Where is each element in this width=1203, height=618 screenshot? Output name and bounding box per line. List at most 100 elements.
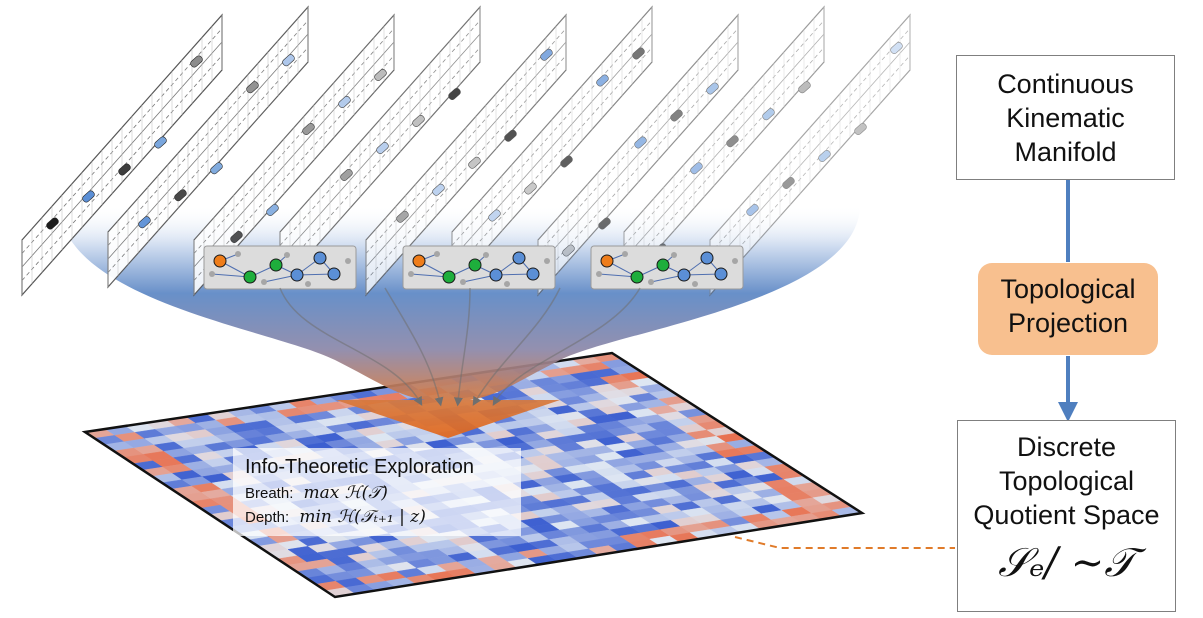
graph-node-orange	[600, 254, 614, 268]
car-icon	[230, 230, 243, 244]
heatmap-plane	[81, 351, 866, 599]
topological-projection-box: Topological Projection	[978, 263, 1158, 355]
graph-node-gray	[460, 279, 466, 285]
graph-node-blue	[290, 268, 304, 282]
graph-node-gray	[596, 271, 602, 277]
car-icon	[46, 217, 59, 230]
quotient-space-box: Discrete Topological Quotient Space 𝒮ₑ/ …	[957, 420, 1176, 612]
car-icon	[396, 210, 409, 223]
box-bot-line-3: Quotient Space	[973, 499, 1160, 530]
depth-formula: min ℋ(𝒯ₜ₊₁ | z)	[299, 507, 426, 527]
car-icon	[448, 87, 461, 101]
graph-node-green	[468, 258, 482, 272]
car-icon	[726, 135, 739, 148]
car-icon	[690, 162, 703, 175]
graph-panel	[203, 245, 357, 290]
depth-row: Depth: min ℋ(𝒯ₜ₊₁ | z)	[245, 507, 509, 527]
graph-node-gray	[648, 279, 654, 285]
lane-sheet	[193, 13, 395, 297]
info-panel: Info-Theoretic Exploration Breath: max ℋ…	[233, 448, 521, 536]
box-mid-line-2: Projection	[1007, 307, 1129, 338]
car-icon	[488, 209, 501, 222]
graph-node-gray	[692, 281, 698, 287]
car-icon	[596, 74, 609, 87]
graph-node-blue	[714, 267, 728, 281]
lane-sheet	[365, 13, 567, 297]
depth-label: Depth:	[245, 509, 290, 526]
car-icon	[890, 41, 903, 55]
lane-sheet	[107, 5, 309, 289]
box-bot-line-1: Discrete	[1016, 432, 1117, 462]
continuous-manifold-box: Continuous Kinematic Manifold	[956, 55, 1175, 180]
car-icon	[302, 122, 315, 136]
graph-node-gray	[504, 281, 510, 287]
graph-node-green	[656, 258, 670, 272]
car-icon	[706, 82, 719, 95]
box-top-line-3: Manifold	[1014, 136, 1117, 167]
graph-panel	[590, 245, 744, 290]
car-icon	[634, 136, 647, 149]
car-icon	[746, 203, 759, 217]
car-icon	[598, 217, 611, 230]
graph-node-gray	[622, 251, 628, 257]
car-icon	[560, 155, 573, 168]
lane-sheet	[709, 13, 911, 297]
graph-node-gray	[671, 252, 677, 258]
car-icon	[266, 203, 279, 217]
car-icon	[154, 136, 167, 149]
graph-node-gray	[209, 271, 215, 277]
graph-node-gray	[483, 252, 489, 258]
car-icon	[562, 244, 575, 257]
car-icon	[632, 47, 645, 60]
car-icon	[338, 95, 351, 109]
graph-node-blue	[512, 251, 526, 265]
car-icon	[374, 68, 387, 82]
graph-node-gray	[434, 251, 440, 257]
flow-lines	[279, 287, 641, 407]
car-icon	[118, 163, 131, 176]
info-panel-title: Info-Theoretic Exploration	[245, 456, 475, 478]
graph-node-blue	[489, 268, 503, 282]
car-icon	[376, 141, 389, 155]
quotient-formula: 𝒮ₑ/ ∼𝒯	[998, 540, 1135, 587]
car-icon	[818, 149, 831, 163]
breath-formula: max ℋ(𝒯)	[303, 483, 388, 503]
graph-node-orange	[412, 254, 426, 268]
car-icon	[82, 190, 95, 203]
graph-node-gray	[305, 281, 311, 287]
car-icon	[138, 216, 151, 229]
graph-panels	[203, 245, 744, 290]
box-bot-line-2: Topological	[998, 465, 1135, 496]
graph-node-orange	[213, 254, 227, 268]
car-icon	[282, 54, 295, 67]
graph-node-blue	[313, 251, 327, 265]
graph-node-blue	[677, 268, 691, 282]
car-icon	[670, 109, 683, 122]
car-icon	[210, 162, 223, 175]
breath-label: Breath:	[245, 485, 294, 502]
lane-sheet	[537, 13, 739, 297]
car-icon	[762, 108, 775, 121]
box-top-line-1: Continuous	[997, 69, 1134, 99]
dashed-connector	[734, 536, 955, 549]
lane-sheets	[21, 5, 911, 297]
car-icon	[432, 183, 445, 196]
graph-node-gray	[544, 258, 550, 264]
graph-node-gray	[345, 258, 351, 264]
graph-node-green	[442, 270, 456, 284]
car-icon	[798, 81, 811, 94]
car-icon	[468, 156, 481, 169]
car-icon	[412, 114, 425, 128]
graph-node-green	[243, 270, 257, 284]
graph-node-blue	[327, 267, 341, 281]
car-icon	[540, 48, 553, 61]
car-icon	[782, 176, 795, 190]
car-icon	[340, 168, 353, 182]
car-icon	[524, 182, 537, 195]
car-icon	[504, 129, 517, 142]
box-mid-line-1: Topological	[1000, 274, 1136, 304]
graph-node-gray	[235, 251, 241, 257]
car-icon	[174, 189, 187, 202]
graph-node-blue	[526, 267, 540, 281]
